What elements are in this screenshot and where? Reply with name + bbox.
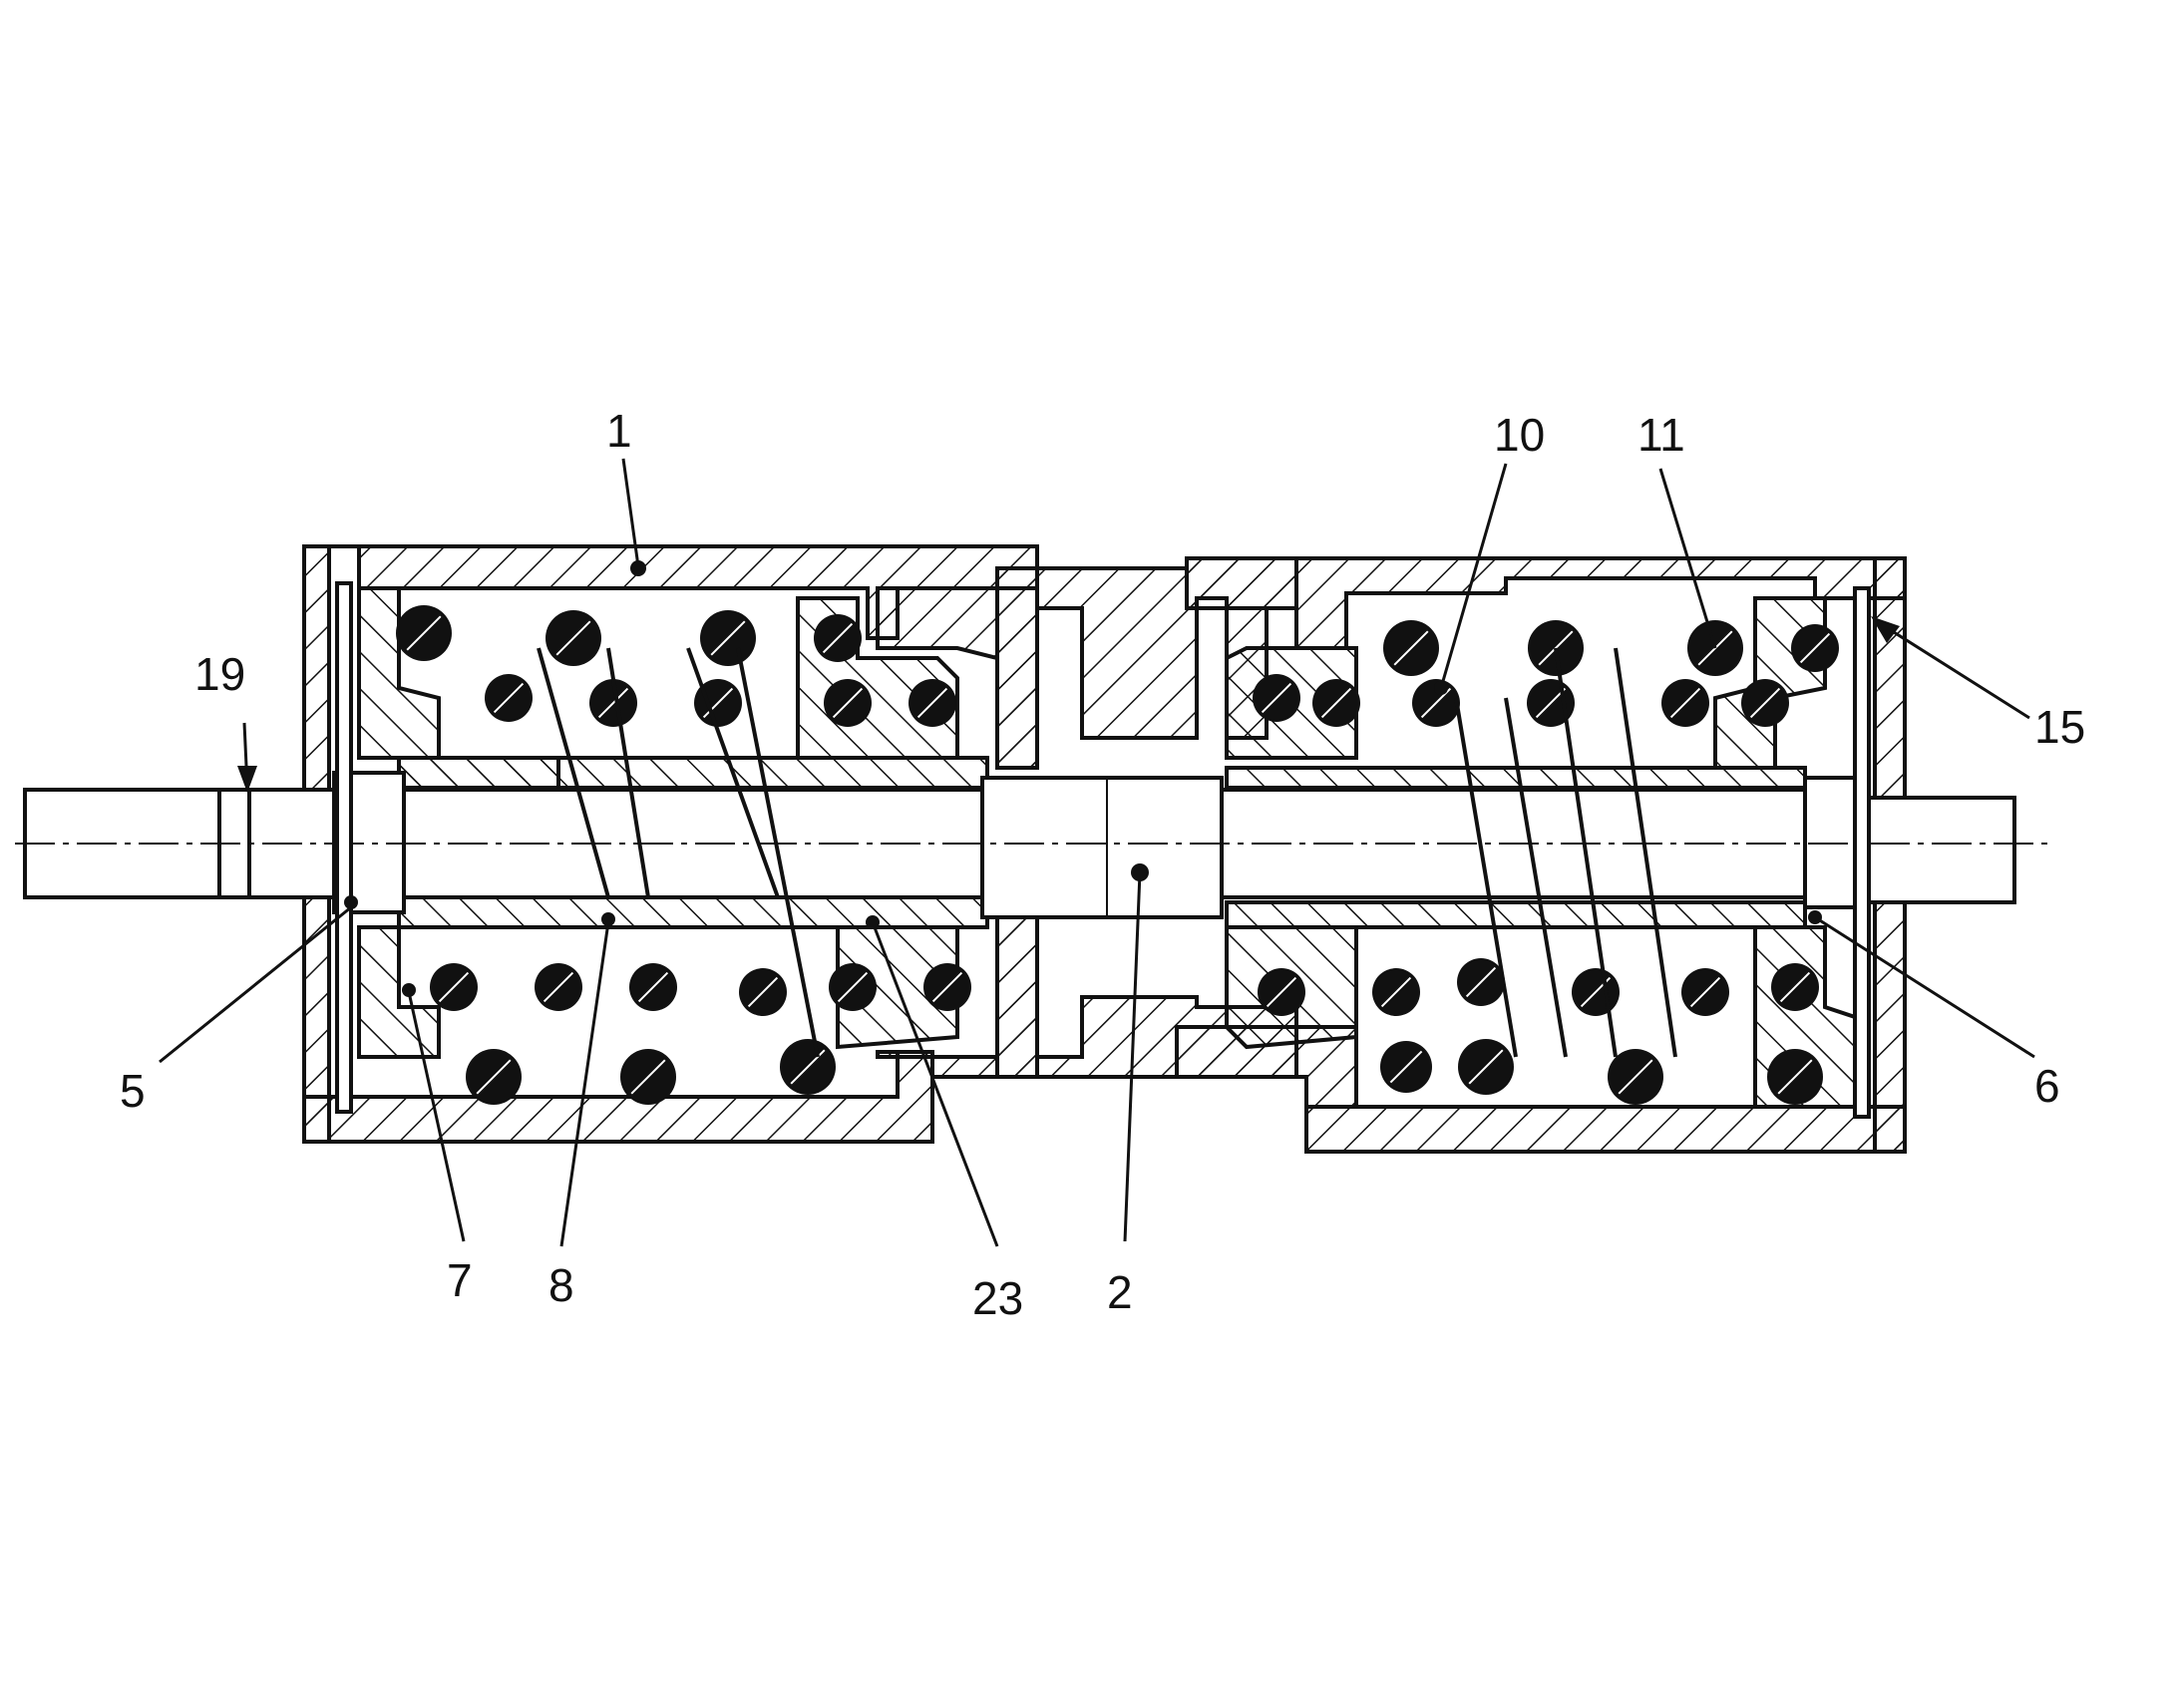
arrow-head-15 <box>1871 616 1900 643</box>
shaft <box>23 771 2016 919</box>
spring-coil-hatch <box>931 971 963 1003</box>
spring-coil-hatch <box>543 971 574 1003</box>
label-retaining-ring: 15 <box>2034 701 2085 753</box>
spring-coil-hatch <box>637 971 669 1003</box>
spring-coil-hatch <box>916 687 948 719</box>
arrow-head-19 <box>237 766 257 793</box>
leader-dots <box>344 560 1822 997</box>
spring-coil-hatch <box>1535 687 1567 719</box>
spring-coil-hatch <box>1420 687 1452 719</box>
spring-coil-hatch <box>1320 687 1352 719</box>
label-housing: 1 <box>606 405 632 457</box>
label-bushing: 8 <box>548 1259 574 1311</box>
spring-coil-hatch <box>1618 1059 1653 1095</box>
spring-coil-hatch <box>822 622 854 654</box>
spring-coil-hatch <box>1779 971 1811 1003</box>
spring-coil-hatch <box>1393 630 1429 666</box>
spring-coil-hatch <box>1669 687 1701 719</box>
label-shaft: 2 <box>1107 1266 1133 1318</box>
spring-strokes <box>537 647 1677 1058</box>
label-bearing-left: 5 <box>120 1065 146 1117</box>
springs <box>396 605 1839 1105</box>
spring-coil-hatch <box>1266 976 1297 1008</box>
spring-coil-hatch <box>1380 976 1412 1008</box>
spring-coil-hatch <box>702 687 734 719</box>
label-shaft-end: 19 <box>194 648 245 700</box>
spring-coil-hatch <box>555 620 591 656</box>
spring-coil-hatch <box>747 976 779 1008</box>
spring-coil-hatch <box>1777 1059 1813 1095</box>
label-inner-spring: 10 <box>1494 409 1545 461</box>
spring-coil-hatch <box>493 682 525 714</box>
spring-coil-hatch <box>1389 1050 1423 1084</box>
label-bearing-right: 6 <box>2034 1060 2060 1112</box>
label-seal-left: 7 <box>447 1254 473 1306</box>
spring-coil-hatch <box>1465 966 1497 998</box>
spring-coil-hatch <box>1749 687 1781 719</box>
spring-coil-hatch <box>1468 1049 1504 1085</box>
spring-coil-hatch <box>832 687 864 719</box>
spring-coil-hatch <box>476 1059 512 1095</box>
spring-coil-hatch <box>597 687 629 719</box>
spring-coil-hatch <box>837 971 869 1003</box>
leader-lines <box>159 458 2035 1247</box>
spring-coil-hatch <box>1799 632 1831 664</box>
spring-coil-hatch <box>1261 682 1292 714</box>
end-plates <box>335 581 1871 1119</box>
spring-coil-hatch <box>710 620 746 656</box>
spring-coil-hatch <box>438 971 470 1003</box>
spring-coil-hatch <box>406 615 442 651</box>
spring-coil-hatch <box>630 1059 666 1095</box>
label-sleeve: 23 <box>972 1272 1023 1324</box>
label-outer-spring: 11 <box>1637 409 1685 461</box>
spring-coil-hatch <box>1689 976 1721 1008</box>
housing-right <box>1175 556 1907 1154</box>
